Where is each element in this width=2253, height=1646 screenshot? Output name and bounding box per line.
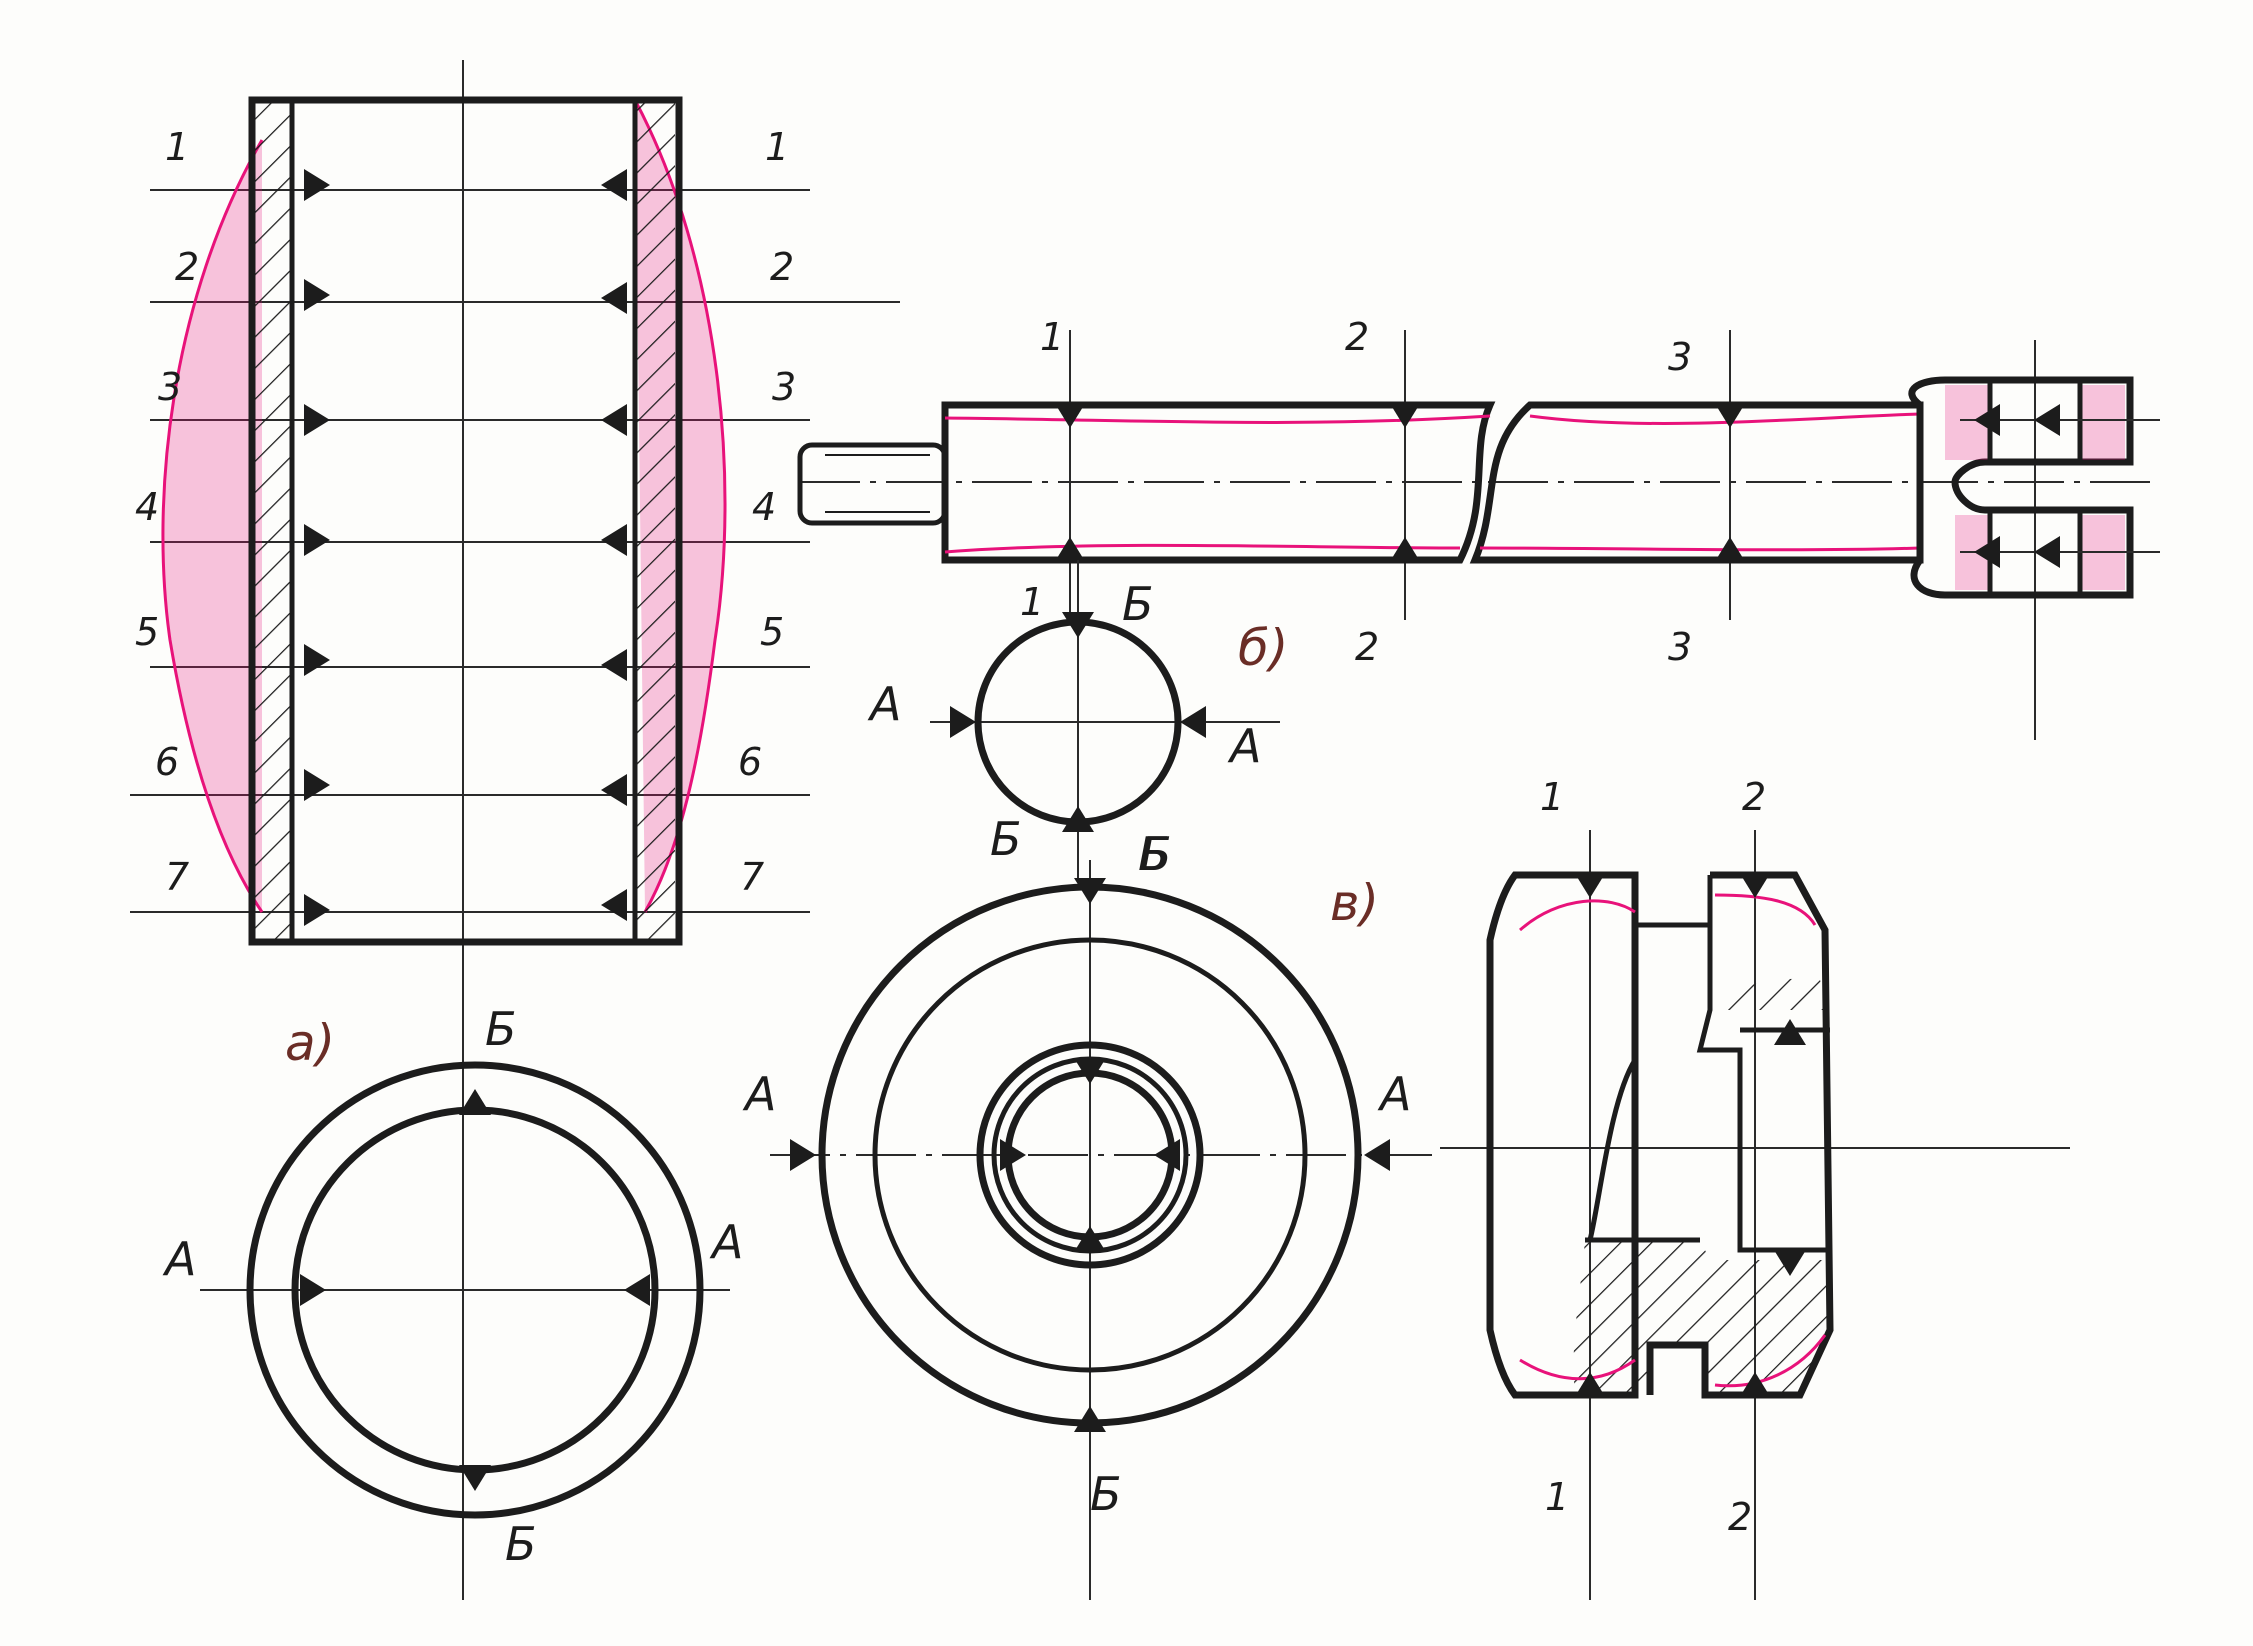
svg-text:Б: Б [1140, 827, 1172, 881]
svg-text:1: 1 [1540, 775, 1564, 819]
svg-text:6: 6 [155, 740, 179, 784]
svg-text:1: 1 [1020, 580, 1044, 624]
svg-text:2: 2 [770, 245, 794, 289]
sleeve-left-wall [252, 100, 292, 942]
svg-text:Б: Б [990, 812, 1022, 866]
wheel-front-view: Б Б А А в) [742, 827, 1440, 1600]
svg-text:Б: Б [1090, 1467, 1122, 1521]
svg-text:Б: Б [505, 1517, 537, 1571]
shaft-body-right [1469, 401, 1924, 564]
sleeve-outline [248, 96, 683, 946]
wheel-left-flange [1486, 871, 1639, 1399]
svg-text:1: 1 [1545, 1475, 1569, 1519]
figure-b-caption: б) [1238, 619, 1288, 677]
svg-text:5: 5 [760, 610, 784, 654]
svg-text:А: А [742, 1067, 776, 1121]
svg-text:А: А [867, 677, 901, 731]
shaft-fork-end [1908, 376, 2134, 599]
wheel-right-flange [1646, 871, 1834, 1399]
shaft-cross-section: Б Б Б А А [867, 560, 1280, 881]
svg-text:2: 2 [175, 245, 199, 289]
wheel-side-section: 1 2 1 2 [1440, 775, 2070, 1600]
svg-text:2: 2 [1345, 315, 1369, 359]
sleeve-cross-section: Б Б А А [162, 1002, 743, 1571]
figure-c-caption: в) [1330, 874, 1379, 932]
svg-text:1: 1 [765, 125, 789, 169]
sleeve-outer-circle [246, 1061, 704, 1519]
svg-text:3: 3 [158, 365, 182, 409]
svg-text:Б: Б [485, 1002, 517, 1056]
wheel-rim-circle [872, 937, 1308, 1373]
svg-text:1: 1 [1040, 315, 1064, 359]
sleeve-longitudinal-view: 1 2 3 4 5 6 7 1 2 3 4 5 6 7 а) [130, 60, 900, 1600]
svg-text:3: 3 [1668, 625, 1692, 669]
svg-text:А: А [1377, 1067, 1411, 1121]
svg-text:6: 6 [738, 740, 762, 784]
shaft-view: 1 2 3 1 2 3 б) [797, 315, 2160, 740]
sleeve-section-numbers-right: 1 2 3 4 5 6 7 [738, 125, 796, 899]
shaft-measurement-points [1054, 402, 2060, 568]
sleeve-section-numbers-left: 1 2 3 4 5 6 7 [135, 125, 199, 899]
svg-text:А: А [162, 1232, 196, 1286]
svg-text:7: 7 [165, 855, 189, 899]
sleeve-right-wall [635, 100, 675, 942]
svg-text:2: 2 [1728, 1495, 1752, 1539]
svg-text:7: 7 [740, 855, 764, 899]
svg-text:Б: Б [1138, 827, 1170, 881]
svg-text:2: 2 [1742, 775, 1766, 819]
svg-text:Б: Б [1122, 577, 1154, 631]
svg-text:А: А [1227, 719, 1261, 773]
svg-text:3: 3 [772, 365, 796, 409]
wheel-hub-outer [976, 1041, 1204, 1269]
figure-a-caption: а) [285, 1014, 335, 1072]
svg-text:5: 5 [135, 610, 159, 654]
svg-text:1: 1 [165, 125, 189, 169]
svg-text:4: 4 [135, 485, 159, 529]
sleeve-measurement-points [304, 169, 627, 926]
svg-text:2: 2 [1355, 625, 1379, 669]
svg-text:А: А [709, 1215, 743, 1269]
svg-text:4: 4 [752, 485, 776, 529]
svg-text:3: 3 [1668, 335, 1692, 379]
